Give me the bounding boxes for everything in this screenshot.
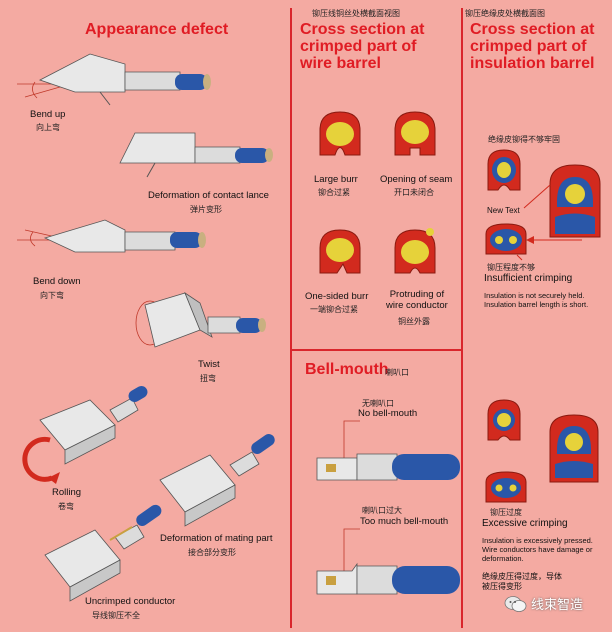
one-sided-burr-label: One-sided burr bbox=[305, 291, 369, 302]
mating-part-illustration bbox=[159, 433, 275, 527]
insufficient-cn-top: 绝缘皮铆得不够牢固 bbox=[488, 135, 560, 144]
mating-part-cn: 接合部分变形 bbox=[188, 548, 236, 557]
bend-down-cn: 向下弯 bbox=[40, 291, 64, 300]
contact-lance-illustration bbox=[119, 132, 273, 178]
no-bell-mouth-illustration bbox=[316, 420, 460, 481]
excessive-cn: 铆压过度 bbox=[490, 508, 522, 517]
insulation-barrel-title-line1: Cross section at bbox=[470, 21, 595, 38]
insulation-barrel-title-line3: insulation barrel bbox=[470, 54, 595, 72]
contact-lance-label: Deformation of contact lance bbox=[148, 190, 269, 201]
bend-down-illustration bbox=[17, 219, 206, 253]
wire-barrel-title: Cross section at crimped part of wire ba… bbox=[300, 21, 425, 72]
bend-up-label: Bend up bbox=[30, 109, 66, 120]
insulation-barrel-cn-header: 铆压绝缘皮处横截面图 bbox=[465, 9, 545, 18]
insufficient-new-text: New Text bbox=[487, 206, 520, 215]
wire-barrel-title-line2: crimped part of bbox=[300, 37, 417, 55]
too-much-bell-mouth-label: Too much bell-mouth bbox=[360, 516, 449, 527]
excessive-section-large bbox=[549, 414, 599, 483]
bend-down-label: Bend down bbox=[33, 276, 81, 287]
bell-mouth-title: Bell-mouth bbox=[305, 361, 389, 378]
excessive-crimping-label: Excessive crimping bbox=[482, 518, 568, 529]
bell-mouth-cn: 喇叭口 bbox=[385, 368, 409, 377]
divider-right bbox=[461, 8, 463, 628]
excessive-note-2: Wire conductors have damage or bbox=[482, 545, 593, 554]
divider-middle bbox=[292, 349, 461, 351]
too-much-bell-mouth-cn: 喇叭口过大 bbox=[362, 506, 402, 515]
protruding-conductor-line1: Protruding of bbox=[389, 289, 445, 300]
insulation-barrel-title: Cross section at crimped part of insulat… bbox=[470, 21, 595, 72]
protruding-conductor-line2: wire conductor bbox=[386, 299, 448, 311]
bend-up-illustration bbox=[17, 53, 211, 106]
insufficient-arrows bbox=[516, 184, 582, 261]
rolling-illustration bbox=[22, 386, 148, 484]
excessive-section-small-b bbox=[485, 471, 527, 503]
watermark-text: 线束智造 bbox=[531, 598, 584, 613]
insufficient-section-small-b bbox=[485, 223, 527, 255]
protruding-conductor-label: Protruding of wire conductor bbox=[386, 289, 448, 312]
one-sided-burr-section bbox=[319, 229, 361, 274]
wire-barrel-cn-header: 铆压线铜丝处横截面视图 bbox=[312, 9, 400, 18]
insufficient-note-2: Insulation barrel length is short. bbox=[484, 300, 589, 309]
divider-left bbox=[290, 8, 292, 628]
twist-cn: 扭弯 bbox=[200, 374, 216, 383]
twist-label: Twist bbox=[198, 359, 220, 370]
excessive-notes: Insulation is excessively pressed. Wire … bbox=[482, 536, 593, 563]
no-bell-mouth-label: No bell-mouth bbox=[358, 408, 418, 419]
excessive-cn-note: 绝缘皮压得过度，导体 被压得变形 bbox=[482, 572, 562, 591]
insufficient-section-small-a bbox=[487, 149, 521, 191]
appearance-defect-title: Appearance defect bbox=[85, 21, 229, 38]
opening-of-seam-section bbox=[394, 111, 436, 156]
twist-illustration bbox=[135, 291, 266, 348]
watermark: 线束智造 bbox=[504, 594, 584, 613]
uncrimped-conductor-cn: 导线铆压不全 bbox=[92, 611, 140, 620]
insufficient-crimping-label: Insufficient crimping bbox=[484, 273, 573, 284]
wechat-icon bbox=[504, 595, 527, 612]
excessive-cn-note-2: 被压得变形 bbox=[482, 581, 522, 591]
insufficient-section-large bbox=[549, 164, 601, 238]
opening-of-seam-cn: 开口未闭合 bbox=[394, 188, 434, 197]
insufficient-notes: Insulation is not securely held. Insulat… bbox=[484, 291, 588, 309]
uncrimped-conductor-label: Uncrimped conductor bbox=[85, 596, 176, 607]
uncrimped-conductor-illustration bbox=[44, 504, 162, 602]
excessive-cn-note-1: 绝缘皮压得过度，导体 bbox=[482, 572, 562, 581]
no-bell-mouth-cn: 无喇叭口 bbox=[362, 399, 394, 408]
opening-of-seam-label: Opening of seam bbox=[380, 174, 453, 185]
excessive-note-1: Insulation is excessively pressed. bbox=[482, 536, 593, 545]
excessive-note-3: deformation. bbox=[482, 554, 524, 563]
excessive-section-small-a bbox=[487, 399, 521, 441]
wire-barrel-title-line3: wire barrel bbox=[300, 54, 381, 72]
large-burr-cn: 铆合过紧 bbox=[318, 188, 350, 197]
one-sided-burr-cn: 一端铆合过紧 bbox=[310, 305, 358, 314]
large-burr-section bbox=[319, 111, 361, 156]
large-burr-label: Large burr bbox=[314, 174, 358, 185]
rolling-cn: 卷弯 bbox=[58, 502, 74, 511]
too-much-bell-mouth-illustration bbox=[316, 528, 460, 595]
mating-part-label: Deformation of mating part bbox=[160, 533, 273, 544]
protruding-conductor-section bbox=[394, 228, 436, 274]
protruding-conductor-cn: 铜丝外露 bbox=[398, 317, 430, 326]
insulation-barrel-title-line2: crimped part of bbox=[470, 37, 587, 55]
wire-barrel-title-line1: Cross section at bbox=[300, 21, 425, 38]
insufficient-note-1: Insulation is not securely held. bbox=[484, 291, 585, 300]
bend-up-cn: 向上弯 bbox=[36, 123, 60, 132]
insufficient-cn-bottom: 铆压程度不够 bbox=[487, 263, 535, 272]
contact-lance-cn: 弹片变形 bbox=[190, 205, 222, 214]
rolling-label: Rolling bbox=[52, 487, 82, 498]
